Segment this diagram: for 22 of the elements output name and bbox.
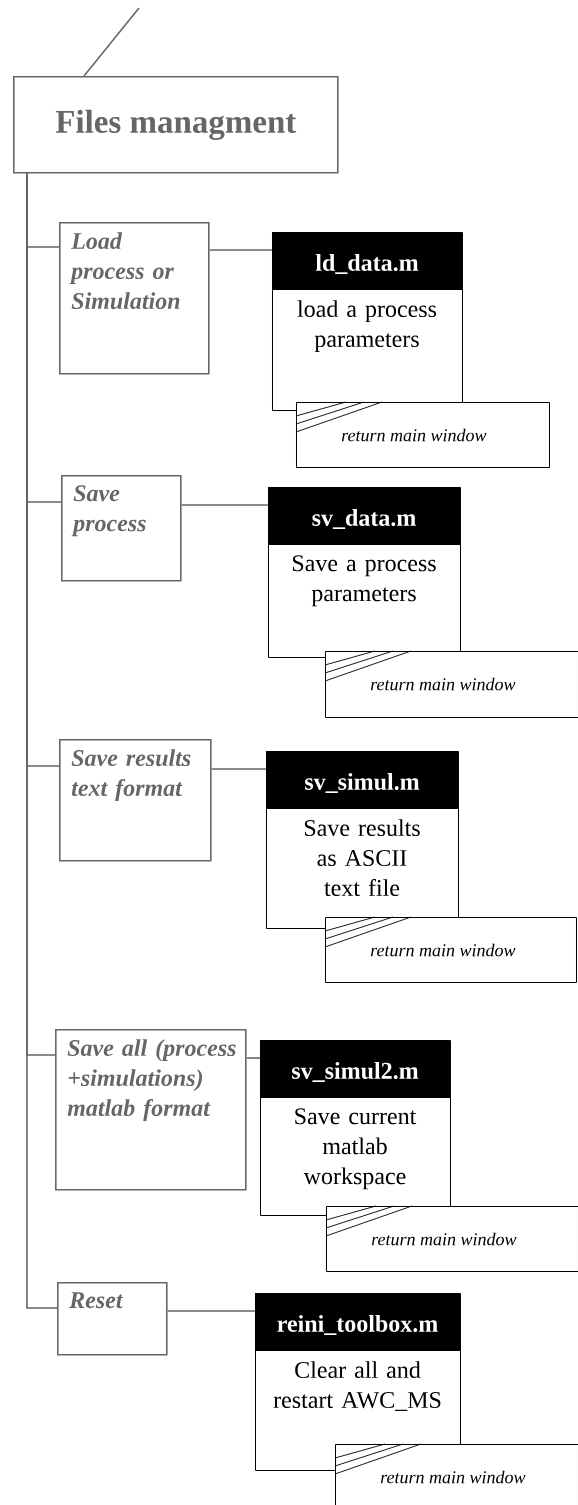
connector-line [180,504,269,506]
option-box: Save results text format [59,739,212,862]
return-box: return main window [325,1205,578,1272]
connector-line [83,7,140,77]
option-box: Save process [61,475,182,582]
return-box: return main window [324,650,578,718]
node-label: return main window [380,1470,526,1484]
connector-line [210,768,267,770]
file-box: sv_data.m Save a process parameters [268,487,461,658]
option-box: Save all (process +simulations) matlab format [55,1029,247,1191]
title-box: Files managment [13,76,339,174]
connector-line [208,249,273,251]
return-box: return main window [295,401,550,468]
return-box: return main window [334,1443,578,1505]
connector-line [26,172,58,1309]
option-box: Load process or Simulation [59,222,210,375]
option-box: Reset [57,1282,168,1356]
node-label: return main window [371,1232,517,1246]
node-label: return main window [370,677,516,691]
connector-line [166,1310,256,1312]
connector-line [245,1057,261,1059]
return-box: return main window [324,916,577,983]
